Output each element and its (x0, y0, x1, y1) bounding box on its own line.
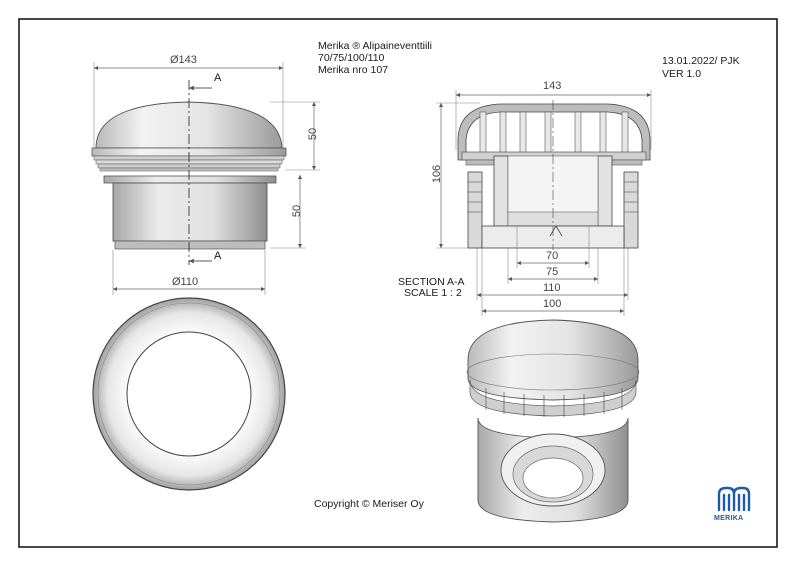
copyright-text: Copyright © Meriser Oy (314, 498, 424, 510)
version-label: VER 1.0 (662, 68, 702, 80)
title-line-1: Merika ® Alipaineventtiili (318, 40, 432, 52)
section-mark-bottom: A (214, 250, 222, 262)
dim-70: 70 (546, 250, 559, 262)
top-view (92, 297, 286, 491)
body-pipe (112, 182, 268, 242)
isometric-view (466, 319, 640, 523)
cap-section (457, 103, 651, 161)
dim-cap-height: 50 (307, 127, 320, 141)
title-line-2: 70/75/100/110 (318, 52, 385, 64)
dim-143-section: 143 (543, 80, 562, 92)
dim-110-front: Ø110 (172, 276, 199, 288)
front-view (91, 62, 320, 295)
dim-110-section: 110 (543, 282, 561, 294)
dim-143-front: Ø143 (170, 54, 197, 66)
section-view (436, 90, 652, 316)
dim-75: 75 (546, 266, 559, 278)
title-line-3: Merika nro 107 (318, 64, 389, 76)
date-label: 13.01.2022/ PJK (662, 55, 740, 67)
dim-body-height: 50 (291, 204, 304, 218)
dim-106: 106 (431, 164, 444, 184)
sheet-border (18, 18, 778, 548)
section-scale: SCALE 1 : 2 (404, 287, 462, 299)
section-mark-top: A (214, 72, 222, 84)
section-caption: SECTION A-A (398, 276, 465, 288)
dim-100: 100 (543, 298, 562, 310)
merika-logo (717, 486, 751, 512)
logo-text: MERIKA (714, 515, 744, 522)
